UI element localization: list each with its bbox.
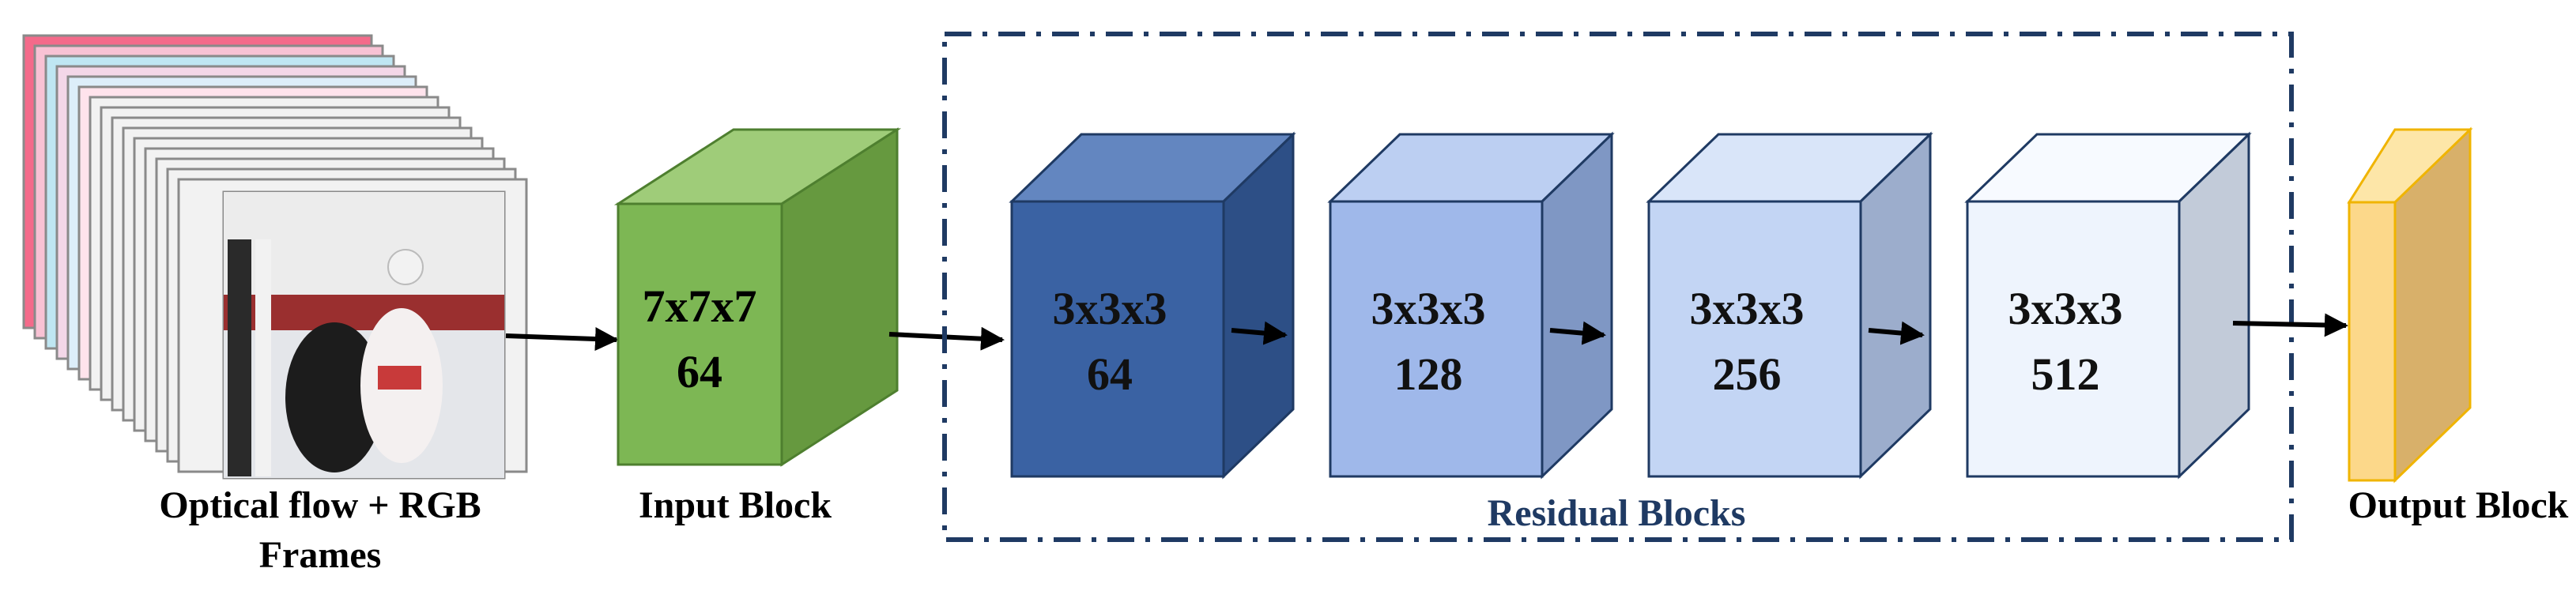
residual-block-kernel: 3x3x3 xyxy=(1371,283,1486,334)
arrow-residual-to-output xyxy=(2232,313,2348,337)
input-block-front-face xyxy=(617,202,783,466)
residual-blocks: 3x3x3 64 3x3x3 128 3x3x3 256 3x3x3 512 xyxy=(1009,131,2252,480)
frames-label-line2: Frames xyxy=(259,534,382,576)
residual-blocks-label: Residual Blocks xyxy=(1488,492,1746,534)
residual-block-front-face xyxy=(1010,200,1225,478)
residual-block-kernel: 3x3x3 xyxy=(1690,283,1805,334)
output-block-label: Output Block xyxy=(2348,484,2569,526)
input-block-label: Input Block xyxy=(639,484,832,526)
residual-block-cube: 3x3x3 512 xyxy=(1964,131,2252,480)
residual-block-channels: 512 xyxy=(2031,348,2100,400)
residual-block-kernel: 3x3x3 xyxy=(1053,283,1167,334)
residual-block-channels: 64 xyxy=(1087,348,1133,400)
frame-player-stripe xyxy=(378,366,421,390)
output-block-slab xyxy=(2347,126,2473,484)
residual-block-channels: 128 xyxy=(1394,348,1463,400)
frame-referee-stripe xyxy=(255,239,271,476)
arrow-frames-to-input xyxy=(505,327,619,352)
arrow-residual-step xyxy=(1231,321,1288,345)
residual-block-front-face xyxy=(1966,200,2181,478)
residual-block-cube: 3x3x3 64 xyxy=(1009,131,1296,480)
frame-player-dark xyxy=(285,322,383,472)
arrow-residual-step xyxy=(1868,321,1925,345)
frame-helmet xyxy=(387,249,424,285)
input-block-cube: 7x7x7 64 xyxy=(613,127,902,467)
residual-block-kernel: 3x3x3 xyxy=(2008,283,2123,334)
residual-block-cube: 3x3x3 256 xyxy=(1646,131,1933,480)
input-frame-stack xyxy=(22,34,528,480)
residual-block-cube: 3x3x3 128 xyxy=(1327,131,1615,480)
residual-block-front-face xyxy=(1647,200,1862,478)
residual-block-front-face xyxy=(1329,200,1544,478)
residual-arrows xyxy=(1231,321,1925,345)
arrow-residual-step xyxy=(1549,321,1606,345)
output-block-front-face xyxy=(2348,201,2397,482)
residual-group-border xyxy=(942,32,2294,542)
input-block-channels: 64 xyxy=(677,346,722,397)
residual-block-channels: 256 xyxy=(1713,348,1782,400)
input-block-kernel: 7x7x7 xyxy=(643,280,757,332)
frame-referee-stripe xyxy=(228,239,251,476)
frames-label-line1: Optical flow + RGB xyxy=(159,484,481,526)
